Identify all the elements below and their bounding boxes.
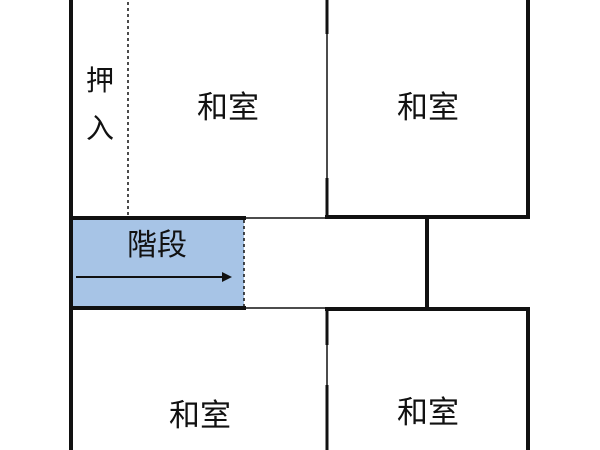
stairs-area bbox=[71, 218, 244, 307]
room-label-bottom-left: 和室 bbox=[169, 398, 231, 434]
room-label-bottom-right: 和室 bbox=[397, 395, 459, 431]
stairs-label: 階段 bbox=[127, 228, 187, 263]
room-label-top-left: 和室 bbox=[197, 90, 259, 126]
walls bbox=[69, 0, 530, 450]
closet-label-bottom: 入 bbox=[86, 112, 114, 145]
closet-label-top: 押 bbox=[86, 64, 114, 97]
room-label-top-right: 和室 bbox=[397, 90, 459, 126]
